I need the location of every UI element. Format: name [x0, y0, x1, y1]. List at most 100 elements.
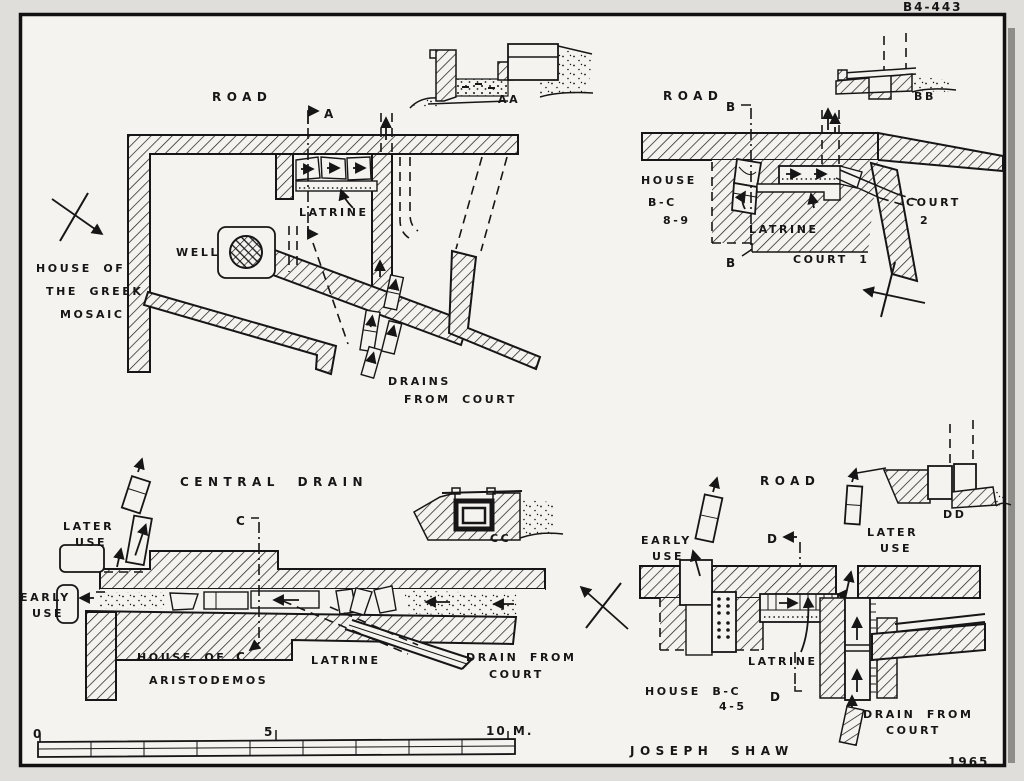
label-drain-line1: DRAIN FROM — [863, 708, 974, 721]
drain-channel — [694, 493, 724, 544]
wall — [127, 134, 519, 373]
ground-line — [995, 502, 1012, 507]
label-well: WELL — [176, 246, 220, 259]
label-section-cc: CC — [490, 532, 511, 545]
section-cc: CC — [413, 487, 564, 545]
scale-label-10m: 10 M. — [486, 724, 533, 738]
flow-arrow-up — [133, 457, 145, 473]
latrine-bench — [295, 180, 378, 192]
label-drain-line2: COURT — [886, 724, 941, 737]
wall — [142, 290, 338, 376]
drain-channel — [843, 484, 864, 526]
sediment — [100, 592, 165, 609]
rim-nub — [486, 487, 496, 495]
wall — [85, 611, 117, 701]
ground-line — [911, 88, 957, 93]
scale-bar: 0 5 10 M. — [33, 724, 533, 758]
section-line-b-tick — [741, 249, 752, 257]
frame-border — [18, 12, 1007, 768]
north-arrow — [579, 582, 629, 630]
drain-channel — [360, 345, 383, 379]
drain-box-section — [927, 465, 953, 500]
label-house-line1: HOUSE — [641, 174, 697, 187]
road-wall — [857, 565, 981, 599]
label-later-line1: LATER — [63, 520, 114, 533]
label-drain-line2: COURT — [489, 668, 544, 681]
north-arrow — [51, 192, 104, 242]
label-section-c-top: C — [236, 514, 247, 528]
dashed-drain — [409, 157, 419, 232]
label-latrine: LATRINE — [299, 206, 369, 219]
slab-line — [842, 67, 917, 74]
wall — [877, 131, 1004, 173]
drain-line — [835, 177, 881, 199]
scan-edge-shadow — [1008, 28, 1015, 763]
label-early-line2: USE — [32, 607, 64, 620]
slab-end — [837, 69, 848, 81]
label-road: ROAD — [212, 90, 272, 104]
label-house-line3: MOSAIC — [60, 308, 125, 321]
road-wall — [639, 565, 681, 599]
step — [429, 49, 436, 59]
label-house-line2: THE GREEK — [46, 285, 144, 298]
wall — [871, 622, 986, 662]
early-use-slab — [56, 584, 79, 624]
label-central-drain: CENTRAL DRAIN — [180, 475, 368, 489]
ground-fill — [993, 490, 1008, 506]
later-use-basin — [59, 544, 105, 573]
label-house-line3: 8-9 — [663, 214, 691, 227]
drain-line — [839, 169, 898, 195]
scale-label-5: 5 — [264, 725, 274, 739]
drain-from-court-channel — [838, 705, 865, 747]
drain-line — [348, 624, 468, 665]
label-section-b-top: B — [726, 100, 737, 114]
section-aa: AA — [409, 43, 594, 109]
dashed-drain — [879, 197, 908, 207]
flow-arrow — [734, 190, 746, 210]
plan-aristodemos: CENTRAL DRAIN LATER USE EARLY USE C C HO… — [20, 457, 574, 701]
wall — [447, 249, 542, 371]
court-wall — [869, 161, 919, 283]
drain-channel — [382, 274, 405, 311]
section-dd: DD — [856, 463, 1012, 521]
dashed-line — [329, 606, 419, 646]
north-arrow — [862, 261, 926, 318]
ground-section — [835, 73, 913, 100]
ground-fill — [520, 498, 556, 536]
leader-arrow — [800, 596, 815, 653]
drain-channel — [124, 514, 153, 567]
dashed-drain — [399, 157, 410, 239]
label-latrine: LATRINE — [311, 654, 381, 667]
label-later-line1: LATER — [867, 526, 918, 539]
label-road: ROAD — [760, 474, 820, 488]
fallen-stone — [349, 587, 373, 616]
label-court-2-line2: 2 — [920, 214, 930, 227]
section-line-d-tick — [794, 686, 802, 692]
label-house-line1: HOUSE OF — [137, 651, 226, 664]
ground-line — [856, 467, 887, 474]
drain-line — [344, 628, 463, 670]
latrine-pit-holes — [717, 597, 730, 639]
ground-line — [539, 91, 594, 98]
label-house-line1: HOUSE B-C — [645, 685, 741, 698]
dashed-line — [312, 242, 349, 345]
dashed-wall — [455, 156, 483, 250]
label-early-line1: EARLY — [641, 534, 692, 547]
label-section-dd: DD — [943, 508, 966, 521]
wall — [275, 153, 294, 200]
scale-bar-midline — [37, 745, 516, 750]
drain-channel — [359, 309, 381, 353]
drain-line — [894, 613, 986, 625]
label-house-line2: 4-5 — [719, 700, 747, 713]
plan-greek-mosaic: ROAD A LATRINE WELL HOUSE OF THE GREEK M… — [36, 90, 542, 406]
early-use-shaft — [685, 604, 713, 656]
label-early-line2: USE — [652, 550, 684, 563]
label-latrine: LATRINE — [748, 655, 818, 668]
label-section-d-top: D — [767, 532, 779, 546]
cover-stone — [203, 591, 249, 610]
scale-label-0: 0 — [33, 727, 43, 741]
section-bb: BB — [835, 33, 957, 103]
dashed-drain — [896, 193, 918, 201]
ground-line — [409, 97, 438, 109]
